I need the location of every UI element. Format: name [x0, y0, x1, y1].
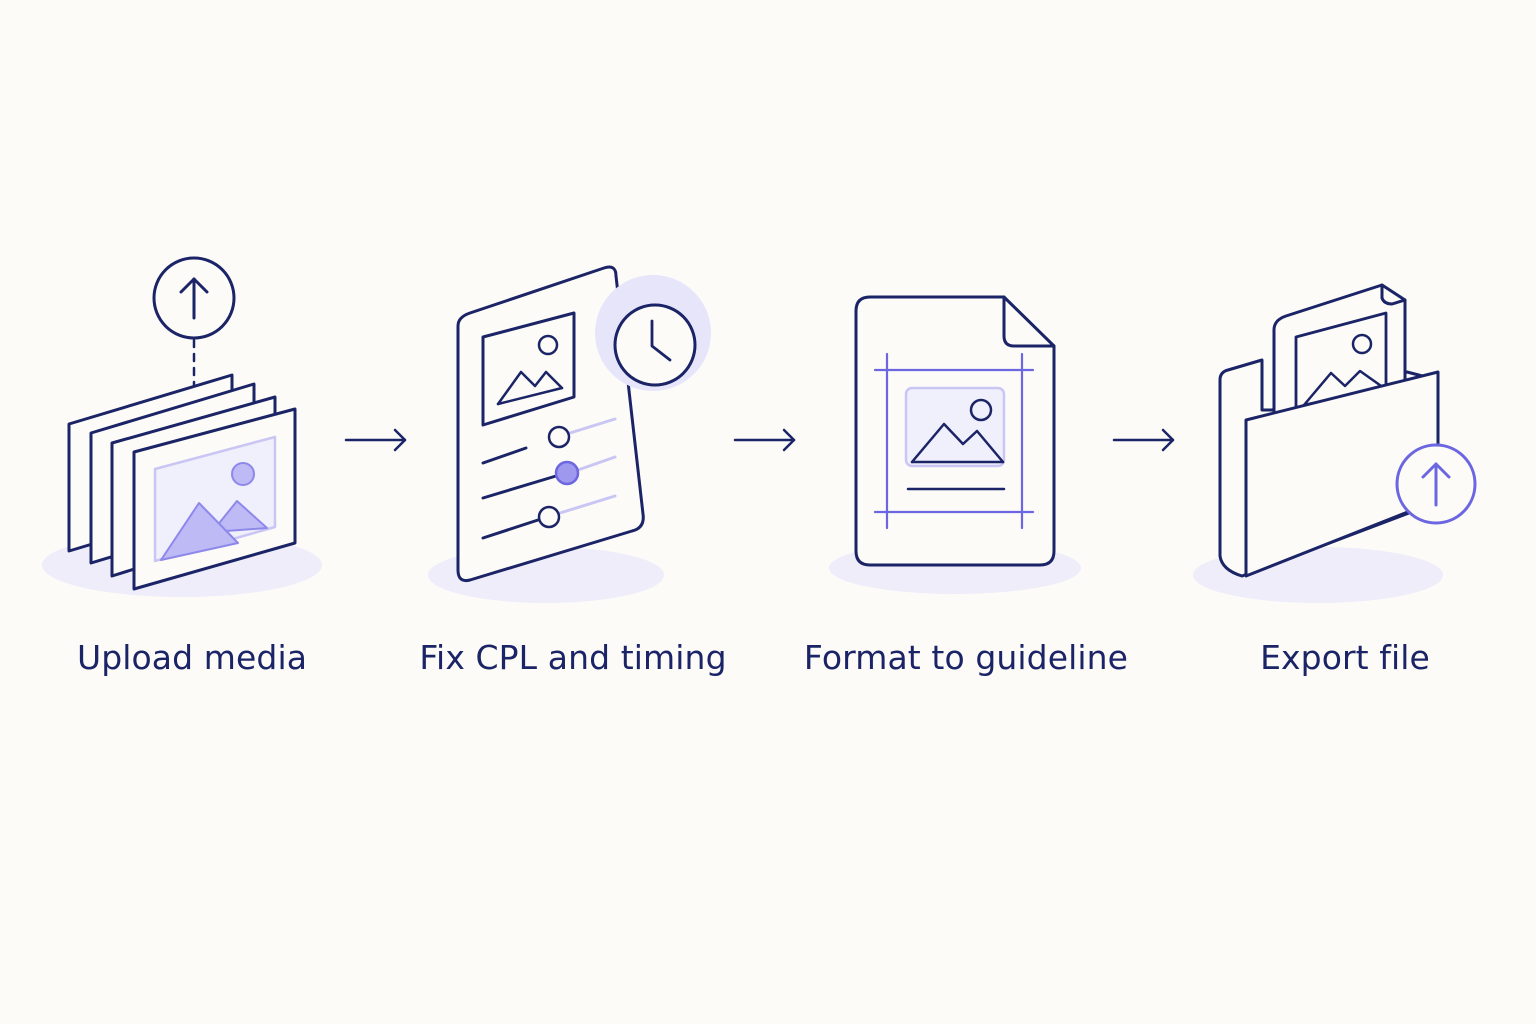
clock-face	[613, 303, 697, 387]
right-arrow-icon	[344, 428, 407, 452]
mountain-front	[160, 502, 239, 561]
image-sun	[969, 398, 993, 422]
document-layout-guides-icon	[829, 295, 1081, 594]
step-label-upload-media: Upload media	[76, 638, 308, 677]
step-label-fix-cpl-timing: Fix CPL and timing	[419, 638, 727, 677]
image-sun	[537, 334, 559, 356]
timeline-handle-3	[537, 505, 561, 529]
upload-arrow-head	[179, 277, 209, 294]
image-frame	[481, 311, 576, 427]
step-label-format-guideline: Format to guideline	[803, 638, 1129, 677]
mountain-back	[211, 500, 268, 533]
stacked-images-upload-icon	[42, 256, 322, 597]
layout-guides	[873, 352, 1035, 530]
right-arrow-icon	[1112, 428, 1175, 452]
document-mountain	[1302, 369, 1386, 407]
step-label-export-file: Export file	[1260, 638, 1430, 677]
image-mountain	[910, 422, 1005, 464]
timeline-handle-1	[547, 425, 571, 449]
document-fold	[1380, 283, 1407, 306]
image-mountain	[496, 370, 564, 406]
sun-dot	[231, 462, 255, 486]
timeline-track-2	[481, 474, 558, 500]
image-placeholder	[904, 386, 1006, 468]
folder-export-upload-icon	[1193, 283, 1477, 603]
document-timeline-clock-icon	[428, 265, 711, 603]
timeline-track-1	[481, 446, 528, 465]
right-arrow-icon	[733, 428, 796, 452]
upload-arrow-head	[1421, 462, 1451, 479]
document-sun	[1351, 333, 1373, 355]
timeline-handle-2-active	[554, 460, 580, 486]
clock-hands	[650, 319, 672, 362]
page-fold	[1002, 295, 1056, 348]
timeline-track-3	[481, 518, 540, 540]
